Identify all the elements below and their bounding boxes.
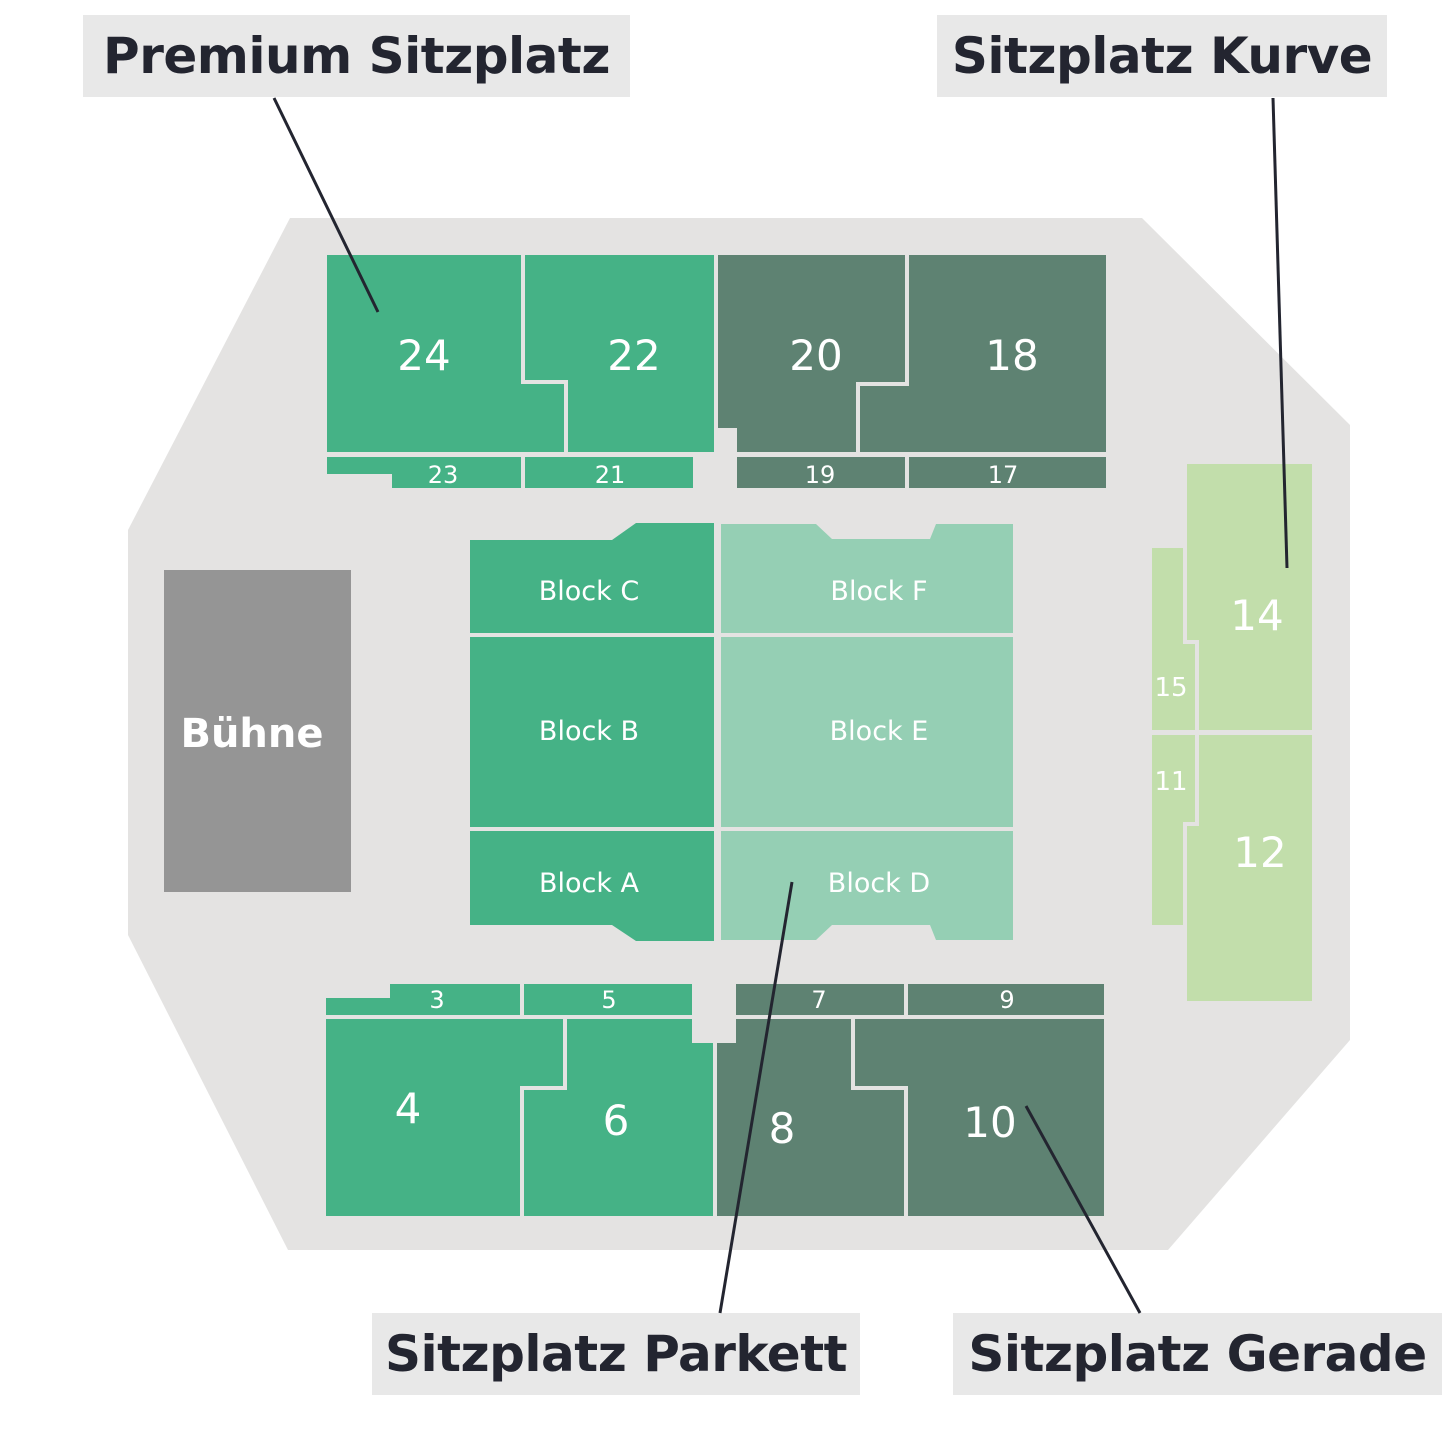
section-7[interactable] <box>736 984 904 1015</box>
leader-line-parkett <box>718 881 794 1314</box>
stage <box>164 570 351 892</box>
section-15[interactable] <box>1152 548 1195 730</box>
section-24-label: 24 <box>397 331 450 380</box>
section-11[interactable] <box>1152 735 1195 925</box>
block-c[interactable] <box>470 523 714 633</box>
callout-sitzplatz-parkett: Sitzplatz Parkett <box>372 1313 860 1395</box>
block-c-label: Block C <box>539 576 639 607</box>
block-f[interactable] <box>721 524 1013 633</box>
block-f-label: Block F <box>830 576 927 607</box>
section-5[interactable] <box>524 984 692 1015</box>
section-22-label: 22 <box>607 331 660 380</box>
leader-line-kurve <box>1271 97 1289 569</box>
section-9[interactable] <box>908 984 1104 1015</box>
section-18[interactable] <box>860 255 1106 452</box>
section-19-label: 19 <box>805 461 836 489</box>
section-12[interactable] <box>1187 735 1312 1001</box>
section-8-label: 8 <box>769 1104 796 1153</box>
block-b[interactable] <box>470 637 714 827</box>
section-8[interactable] <box>717 1019 904 1216</box>
section-18-label: 18 <box>985 331 1038 380</box>
section-23-label: 23 <box>428 461 459 489</box>
block-d[interactable] <box>721 831 1013 940</box>
section-3-label: 3 <box>429 986 444 1014</box>
callout-premium-sitzplatz: Premium Sitzplatz <box>83 15 630 97</box>
leader-line-gerade <box>1024 1105 1142 1314</box>
section-20-label: 20 <box>789 331 842 380</box>
block-a-label: Block A <box>539 868 640 899</box>
section-15-label: 15 <box>1154 673 1187 703</box>
section-9-label: 9 <box>999 986 1014 1014</box>
section-14[interactable] <box>1187 464 1312 730</box>
block-a[interactable] <box>470 831 714 941</box>
section-6-label: 6 <box>603 1096 630 1145</box>
section-10[interactable] <box>855 1019 1104 1216</box>
section-21[interactable] <box>525 457 693 488</box>
section-14-label: 14 <box>1230 591 1283 640</box>
section-10-label: 10 <box>963 1098 1016 1147</box>
block-e[interactable] <box>721 637 1013 827</box>
section-7-label: 7 <box>811 986 826 1014</box>
callout-sitzplatz-kurve: Sitzplatz Kurve <box>937 15 1387 97</box>
section-6[interactable] <box>524 1019 713 1216</box>
block-b-label: Block B <box>539 716 639 747</box>
section-3[interactable] <box>326 984 520 1015</box>
leader-line-premium <box>272 97 380 313</box>
block-e-label: Block E <box>830 716 929 747</box>
section-17[interactable] <box>909 457 1106 488</box>
section-12-label: 12 <box>1233 828 1286 877</box>
stage-label: Bühne <box>180 711 323 757</box>
section-4-label: 4 <box>395 1084 422 1133</box>
callout-sitzplatz-gerade: Sitzplatz Gerade <box>953 1313 1442 1395</box>
section-21-label: 21 <box>595 461 626 489</box>
section-11-label: 11 <box>1154 767 1187 797</box>
block-d-label: Block D <box>828 868 930 899</box>
section-4[interactable] <box>326 1019 563 1216</box>
section-23[interactable] <box>327 457 521 488</box>
section-17-label: 17 <box>988 461 1019 489</box>
section-22[interactable] <box>525 255 714 452</box>
section-5-label: 5 <box>601 986 616 1014</box>
section-20[interactable] <box>718 255 905 452</box>
section-19[interactable] <box>737 457 905 488</box>
section-24[interactable] <box>327 255 564 452</box>
